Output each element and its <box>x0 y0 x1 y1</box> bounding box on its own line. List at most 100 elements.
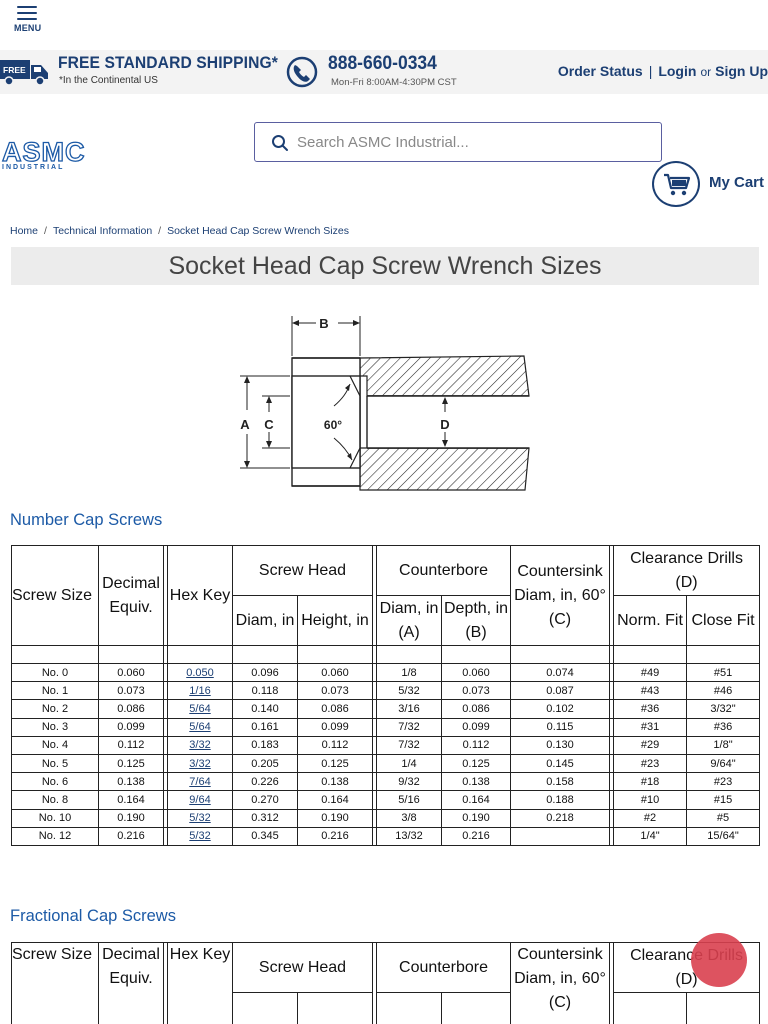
cart-label[interactable]: My Cart <box>709 174 765 191</box>
cell-head-height: 0.190 <box>297 808 373 828</box>
cell-head-height: 0.060 <box>297 662 373 683</box>
search-box <box>254 122 662 162</box>
dim-label-c: C <box>264 417 274 432</box>
hex-key-link[interactable]: 5/64 <box>189 721 211 734</box>
col-screw-head: Screw Head <box>232 545 373 596</box>
cell-norm-fit: #31 <box>613 717 688 737</box>
dim-label-a: A <box>240 417 250 432</box>
dim-label-b: B <box>319 316 328 331</box>
cell-countersink <box>510 826 611 846</box>
cell-close-fit: #46 <box>686 681 761 701</box>
cell-head-diam: 0.096 <box>232 662 298 683</box>
cell-cb-diam: 5/32 <box>376 681 442 701</box>
cell-close-fit: 15/64" <box>686 826 761 846</box>
cell-head-height: 0.138 <box>297 772 373 792</box>
cell-decimal-equiv: 0.190 <box>98 808 164 828</box>
login-link[interactable]: Login <box>658 63 697 79</box>
breadcrumb-technical-information[interactable]: Technical Information <box>52 225 153 237</box>
cell-norm-fit: #2 <box>613 808 688 828</box>
cell-cb-depth: 0.138 <box>440 772 512 792</box>
cell-head-height: 0.216 <box>297 826 373 846</box>
search-input[interactable] <box>297 129 647 155</box>
phone-number[interactable]: 888-660-0334 <box>328 53 437 74</box>
col-hex-key: Hex Key <box>167 545 233 646</box>
order-status-link[interactable]: Order Status <box>557 63 643 79</box>
breadcrumb-separator: / <box>158 225 162 237</box>
cell-hex-key: 9/64 <box>167 790 233 810</box>
hex-key-link[interactable]: 5/32 <box>189 830 211 843</box>
or-text: or <box>700 65 712 79</box>
cell-countersink: 0.115 <box>510 717 611 737</box>
cart-button[interactable] <box>652 161 700 207</box>
cell-screw-size: No. 10 <box>11 808 99 828</box>
asmc-logo[interactable]: ASMC INDUSTRIAL <box>1 138 98 171</box>
col-counterbore: Counterbore <box>375 545 512 596</box>
hex-key-link[interactable]: 0.050 <box>186 666 214 679</box>
cell-countersink: 0.087 <box>510 681 611 701</box>
menu-button[interactable]: MENU <box>14 4 41 34</box>
cell-cb-diam: 7/32 <box>376 717 442 737</box>
hex-key-link[interactable]: 7/64 <box>189 775 211 788</box>
cell-head-diam: 0.161 <box>232 717 298 737</box>
cell-close-fit: 1/8" <box>686 735 761 755</box>
cell-hex-key: 5/32 <box>167 826 233 846</box>
cap-screw-counterbore-diagram: B A C 60° D <box>238 312 530 492</box>
cell-cb-depth: 0.086 <box>440 699 512 719</box>
col-screw-size: Screw Size <box>11 942 99 1024</box>
cell-norm-fit: 1/4" <box>613 826 688 846</box>
cell-close-fit: 9/64" <box>686 753 761 774</box>
hex-key-link[interactable]: 9/64 <box>189 793 211 806</box>
hex-key-link[interactable]: 3/32 <box>189 739 211 752</box>
cell-countersink: 0.145 <box>510 753 611 774</box>
col-close-fit: Close Fit <box>686 595 761 646</box>
hex-key-link[interactable]: 3/32 <box>189 757 211 770</box>
cell-head-diam: 0.312 <box>232 808 298 828</box>
cell-hex-key: 1/16 <box>167 681 233 701</box>
col-screw-head: Screw Head <box>232 942 373 993</box>
breadcrumb-home[interactable]: Home <box>10 225 39 237</box>
page-title-bar: Socket Head Cap Screw Wrench Sizes <box>11 247 759 285</box>
cell-cb-diam: 1/8 <box>376 662 442 683</box>
free-badge: FREE <box>3 65 26 75</box>
cell-head-diam: 0.205 <box>232 753 298 774</box>
chat-widget-button[interactable] <box>691 933 747 987</box>
logo-subtitle: INDUSTRIAL <box>2 164 65 171</box>
cell-cb-depth: 0.060 <box>440 662 512 683</box>
breadcrumb-current-page[interactable]: Socket Head Cap Screw Wrench Sizes <box>167 225 349 237</box>
cell-norm-fit: #18 <box>613 772 688 792</box>
cell-close-fit: #5 <box>686 808 761 828</box>
cell-screw-size: No. 1 <box>11 681 99 701</box>
cell-hex-key: 0.050 <box>167 662 233 683</box>
cell-cb-diam: 1/4 <box>376 753 442 774</box>
col-cb-depth: Depth, in(B) <box>440 595 512 646</box>
hex-key-link[interactable]: 5/32 <box>189 812 211 825</box>
cell-close-fit: #15 <box>686 790 761 810</box>
fractional-cap-screws-heading: Fractional Cap Screws <box>10 907 176 925</box>
search-icon[interactable] <box>271 134 289 152</box>
cell-countersink: 0.102 <box>510 699 611 719</box>
cell-head-height: 0.073 <box>297 681 373 701</box>
signup-link[interactable]: Sign Up <box>715 63 768 79</box>
hex-key-link[interactable]: 5/64 <box>189 702 211 715</box>
cell-head-diam: 0.345 <box>232 826 298 846</box>
cell-head-diam: 0.226 <box>232 772 298 792</box>
cell-cb-depth: 0.099 <box>440 717 512 737</box>
cell-countersink: 0.158 <box>510 772 611 792</box>
dim-label-d: D <box>440 417 449 432</box>
cell-cb-diam: 3/8 <box>376 808 442 828</box>
breadcrumb: Home/Technical Information/Socket Head C… <box>10 225 349 237</box>
cell-decimal-equiv: 0.073 <box>98 681 164 701</box>
hex-key-link[interactable]: 1/16 <box>189 684 211 697</box>
cell-countersink: 0.218 <box>510 808 611 828</box>
col-cb-diam: Diam, in(A) <box>376 595 442 646</box>
cell-decimal-equiv: 0.138 <box>98 772 164 792</box>
